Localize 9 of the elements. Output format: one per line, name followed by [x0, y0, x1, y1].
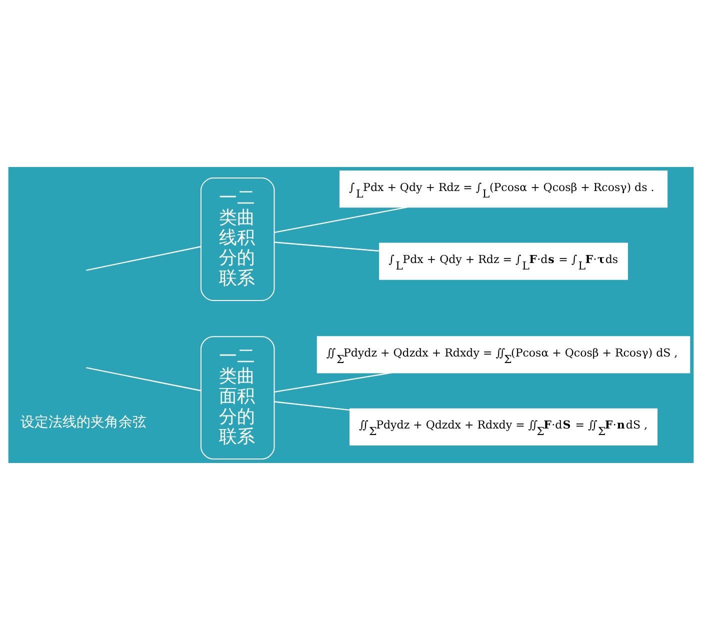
connector — [274, 372, 392, 392]
connector — [274, 241, 380, 252]
node-box: 一二类曲面积分的联系 — [200, 336, 275, 459]
connector — [274, 400, 350, 410]
connector — [86, 246, 201, 270]
label: 设定法线的夹角余弦 — [20, 414, 146, 430]
connector — [86, 366, 201, 391]
connector — [274, 206, 408, 233]
node-box: 一二类曲线积分的联系 — [200, 177, 275, 300]
